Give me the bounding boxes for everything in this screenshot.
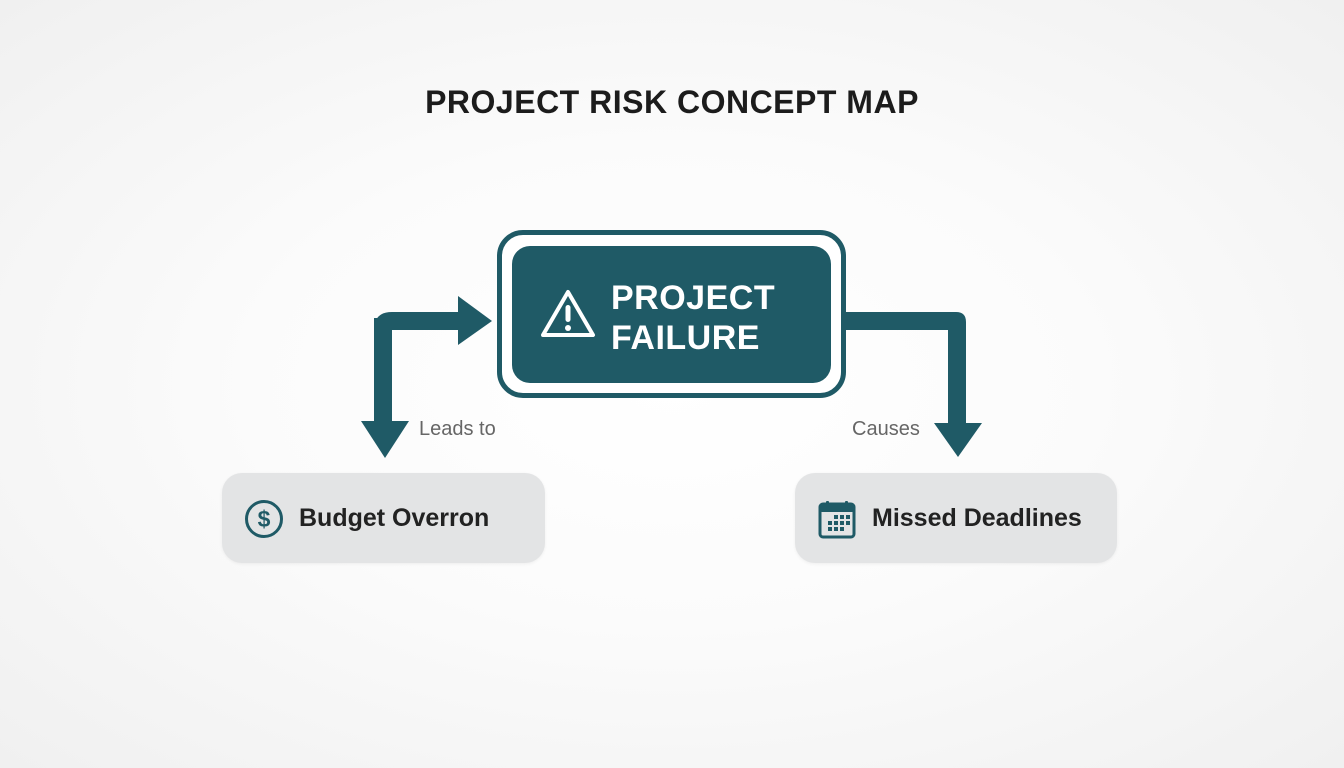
edge-label-leads-to: Leads to [419, 418, 496, 440]
causes-arrow [846, 312, 982, 457]
warning-triangle-icon [541, 290, 595, 337]
central-node-project-failure[interactable]: PROJECT FAILURE [512, 246, 831, 383]
node-label: Budget Overron [299, 504, 490, 532]
svg-text:$: $ [258, 506, 271, 532]
calendar-icon [818, 501, 856, 539]
dollar-circle-icon: $ [245, 500, 283, 538]
central-node-label-line1: PROJECT [611, 279, 776, 317]
node-label: Missed Deadlines [872, 504, 1082, 532]
node-missed-deadlines[interactable]: Missed Deadlines [795, 473, 1117, 563]
central-node-label: PROJECT FAILURE [611, 278, 775, 358]
page-title: PROJECT RISK CONCEPT MAP [425, 84, 919, 120]
central-node-label-line2: FAILURE [611, 319, 760, 357]
node-budget-overron[interactable]: $ Budget Overron [222, 473, 545, 563]
leads-to-arrow [361, 296, 492, 458]
edge-label-causes: Causes [852, 418, 920, 440]
